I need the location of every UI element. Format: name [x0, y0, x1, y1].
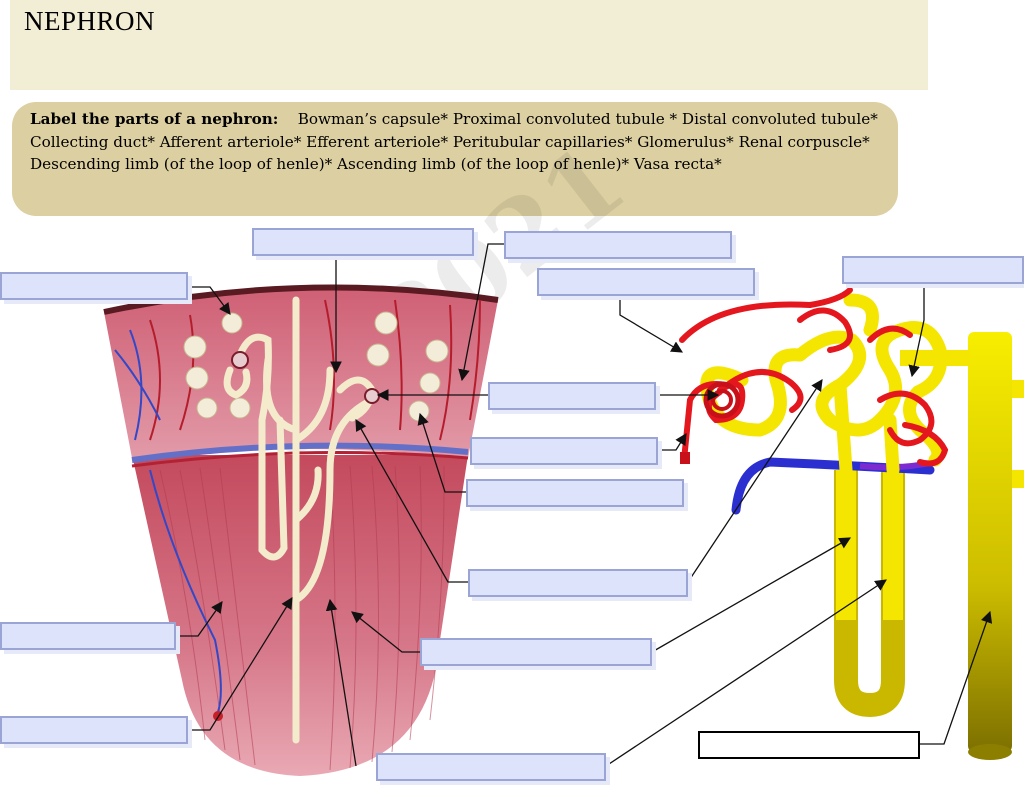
- renal-capsule-rim: [103, 284, 499, 315]
- leader-line-right-top-2: [619, 296, 684, 353]
- instructions-term-list: Bowman’s capsule* Proximal convoluted tu…: [30, 110, 878, 173]
- instructions-panel: Label the parts of a nephron: Bowman’s c…: [12, 102, 898, 216]
- label-box-6[interactable]: [488, 382, 656, 410]
- label-box-11[interactable]: [0, 622, 176, 650]
- page-title: NEPHRON: [24, 6, 156, 36]
- label-box-14[interactable]: [698, 731, 920, 759]
- label-box-4[interactable]: [842, 256, 1024, 284]
- label-box-5[interactable]: [0, 272, 188, 300]
- leader-line-bottom-a: [325, 598, 357, 767]
- leader-lines: [176, 243, 993, 767]
- leader-line-left-mid: [176, 601, 223, 637]
- leader-line-bottom-b: [605, 579, 887, 767]
- leader-line-right-top-1: [458, 243, 504, 382]
- leader-line-right-box: [920, 610, 993, 745]
- leader-line-mid-4b: [687, 379, 823, 583]
- label-box-3[interactable]: [537, 268, 755, 296]
- label-box-8[interactable]: [466, 479, 684, 507]
- leader-line-top-right: [908, 284, 925, 378]
- leader-line-lower-a: [351, 611, 420, 653]
- kidney-tissue-model: [103, 284, 499, 776]
- arcuate-vessels: [131, 442, 469, 463]
- leader-line-left-low: [188, 597, 293, 731]
- capillary-network: [679, 287, 949, 467]
- label-box-9[interactable]: [468, 569, 688, 597]
- leader-line-left-top: [188, 286, 231, 315]
- header-band: [10, 0, 928, 90]
- instructions-lead: Label the parts of a nephron:: [30, 110, 279, 128]
- label-box-13[interactable]: [376, 753, 606, 781]
- label-box-12[interactable]: [0, 716, 188, 744]
- label-box-1[interactable]: [252, 228, 474, 256]
- leader-line-mid-3: [417, 412, 466, 493]
- label-box-10[interactable]: [420, 638, 652, 666]
- leader-line-lower-b: [651, 537, 852, 653]
- loop-of-henle: [834, 470, 905, 718]
- glomeruli-beads: [183, 311, 449, 422]
- convoluted-tubules: [700, 293, 948, 477]
- collecting-duct-tube: [968, 332, 1012, 752]
- leader-line-mid-2: [658, 433, 687, 451]
- label-box-2[interactable]: [504, 231, 732, 259]
- medulla-region: [132, 455, 468, 776]
- label-box-7[interactable]: [470, 437, 658, 465]
- nephron-schematic: [679, 287, 1024, 760]
- leader-line-mid-4a: [355, 418, 468, 583]
- tubule-model: [223, 296, 376, 744]
